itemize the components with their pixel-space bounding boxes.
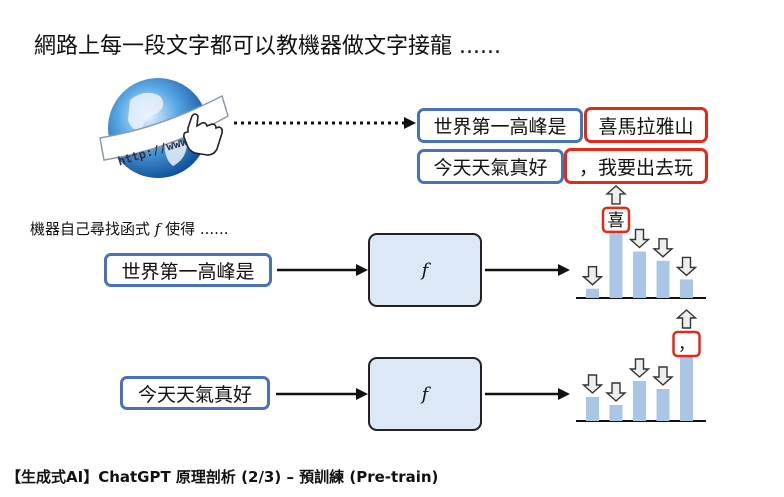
chart1-bar-1 — [586, 288, 599, 298]
caption: 機器自己尋找函式 f 使得 ...... — [30, 218, 229, 239]
row1-input: 世界第一高峰是 — [104, 253, 272, 287]
chart2-bar-4 — [656, 389, 670, 421]
page-title: 網路上每一段文字都可以教機器做文字接龍 ...... — [34, 34, 501, 59]
row2-input: 今天天氣真好 — [120, 376, 270, 410]
chart2-arrow-4 — [652, 366, 674, 386]
chart1-arrow-5 — [675, 256, 698, 277]
footer-title: 【生成式AI】ChatGPT 原理剖析 (2/3) – 預訓練 (Pre-tra… — [6, 468, 439, 486]
chart2-arrow-2 — [605, 382, 627, 402]
row2-function-box: f — [368, 357, 482, 431]
caption-symbol: f — [154, 220, 161, 238]
chart2-bar-1 — [586, 397, 599, 421]
hand-cursor-icon — [183, 113, 223, 156]
chart2-arrow-5 — [675, 309, 698, 329]
chart2-bar-2 — [609, 405, 623, 421]
chart1-bar-2 — [609, 232, 623, 298]
chart1-bar-4 — [656, 260, 670, 298]
caption-after: 使得 ...... — [160, 220, 229, 238]
chart1-arrow-1 — [581, 266, 604, 286]
chart2-bar-3 — [633, 381, 646, 421]
chart2-arrow-1 — [581, 374, 604, 394]
chart2-arrow-3 — [628, 358, 651, 378]
chart1-bar-5 — [680, 279, 693, 298]
example-line2-prefix: 今天天氣真好 — [417, 149, 564, 184]
chart1-token-label: 喜 — [608, 211, 625, 231]
row1-function-box: f — [368, 233, 482, 307]
example-line1-suffix: 喜馬拉雅山 — [584, 107, 708, 143]
chart1-arrow-4 — [652, 238, 674, 258]
chart2-bar-5 — [680, 357, 693, 421]
chart2-token-box — [672, 330, 701, 358]
chart1-token-box — [601, 206, 631, 234]
chart2-token-label: ， — [678, 335, 695, 355]
chart1-bar-3 — [633, 251, 646, 298]
chart1-arrow-3 — [628, 228, 651, 249]
example-line2-suffix: ，我要出去玩 — [564, 148, 708, 184]
example-line1-prefix: 世界第一高峰是 — [417, 108, 583, 143]
caption-before: 機器自己尋找函式 — [30, 220, 155, 238]
chart1-arrow-2 — [605, 184, 627, 205]
